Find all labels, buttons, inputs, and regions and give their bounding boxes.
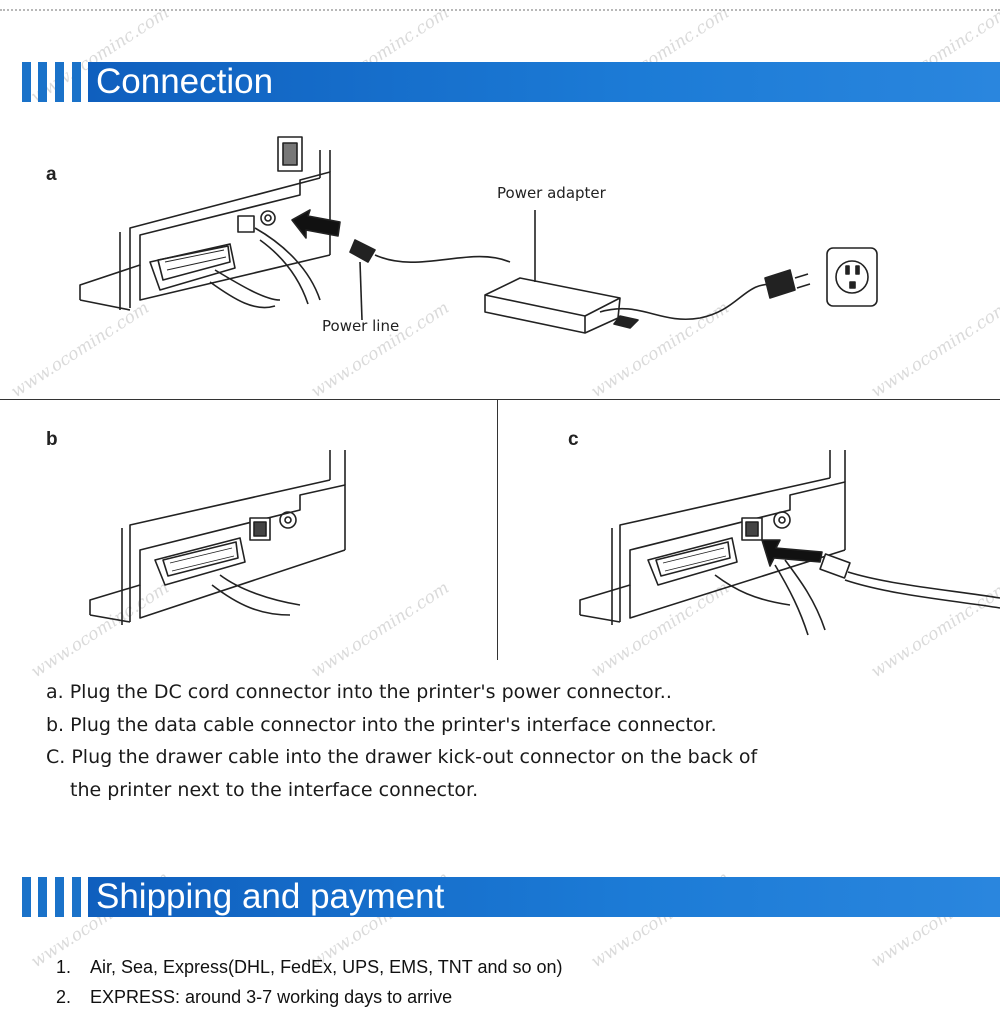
connection-section-banner: Connection (22, 62, 1000, 102)
list-item: 2.EXPRESS: around 3-7 working days to ar… (56, 987, 453, 1007)
instruction-c-continued: the printer next to the interface connec… (70, 778, 479, 801)
shipping-list: 1.Air, Sea, Express(DHL, FedEx, UPS, EMS… (56, 952, 563, 1012)
connection-title: Connection (96, 62, 274, 101)
instruction-c: C. Plug the drawer cable into the drawer… (46, 746, 758, 768)
panel-b-label: b (46, 429, 58, 450)
panel-c-illustration (579, 450, 1000, 636)
connection-instructions: a. Plug the DC cord connector into the p… (46, 676, 757, 806)
panel-divider-horizontal (0, 399, 1000, 400)
panel-a-illustration (79, 136, 878, 334)
panel-c-label: c (568, 429, 579, 450)
instruction-b: b. Plug the data cable connector into th… (46, 713, 717, 736)
list-item: 1.Air, Sea, Express(DHL, FedEx, UPS, EMS… (56, 957, 563, 977)
power-adapter-label: Power adapter (497, 184, 606, 202)
shipping-title: Shipping and payment (96, 877, 445, 916)
banner-stripes (22, 877, 94, 917)
top-dotted-divider (0, 9, 1000, 11)
instruction-a: a. Plug the DC cord connector into the p… (46, 681, 672, 703)
panel-b-illustration (89, 450, 346, 625)
banner-stripes (22, 62, 94, 102)
power-line-label: Power line (322, 317, 400, 335)
panel-divider-vertical (497, 400, 498, 660)
panel-a-label: a (46, 164, 57, 185)
shipping-section-banner: Shipping and payment (22, 877, 1000, 917)
